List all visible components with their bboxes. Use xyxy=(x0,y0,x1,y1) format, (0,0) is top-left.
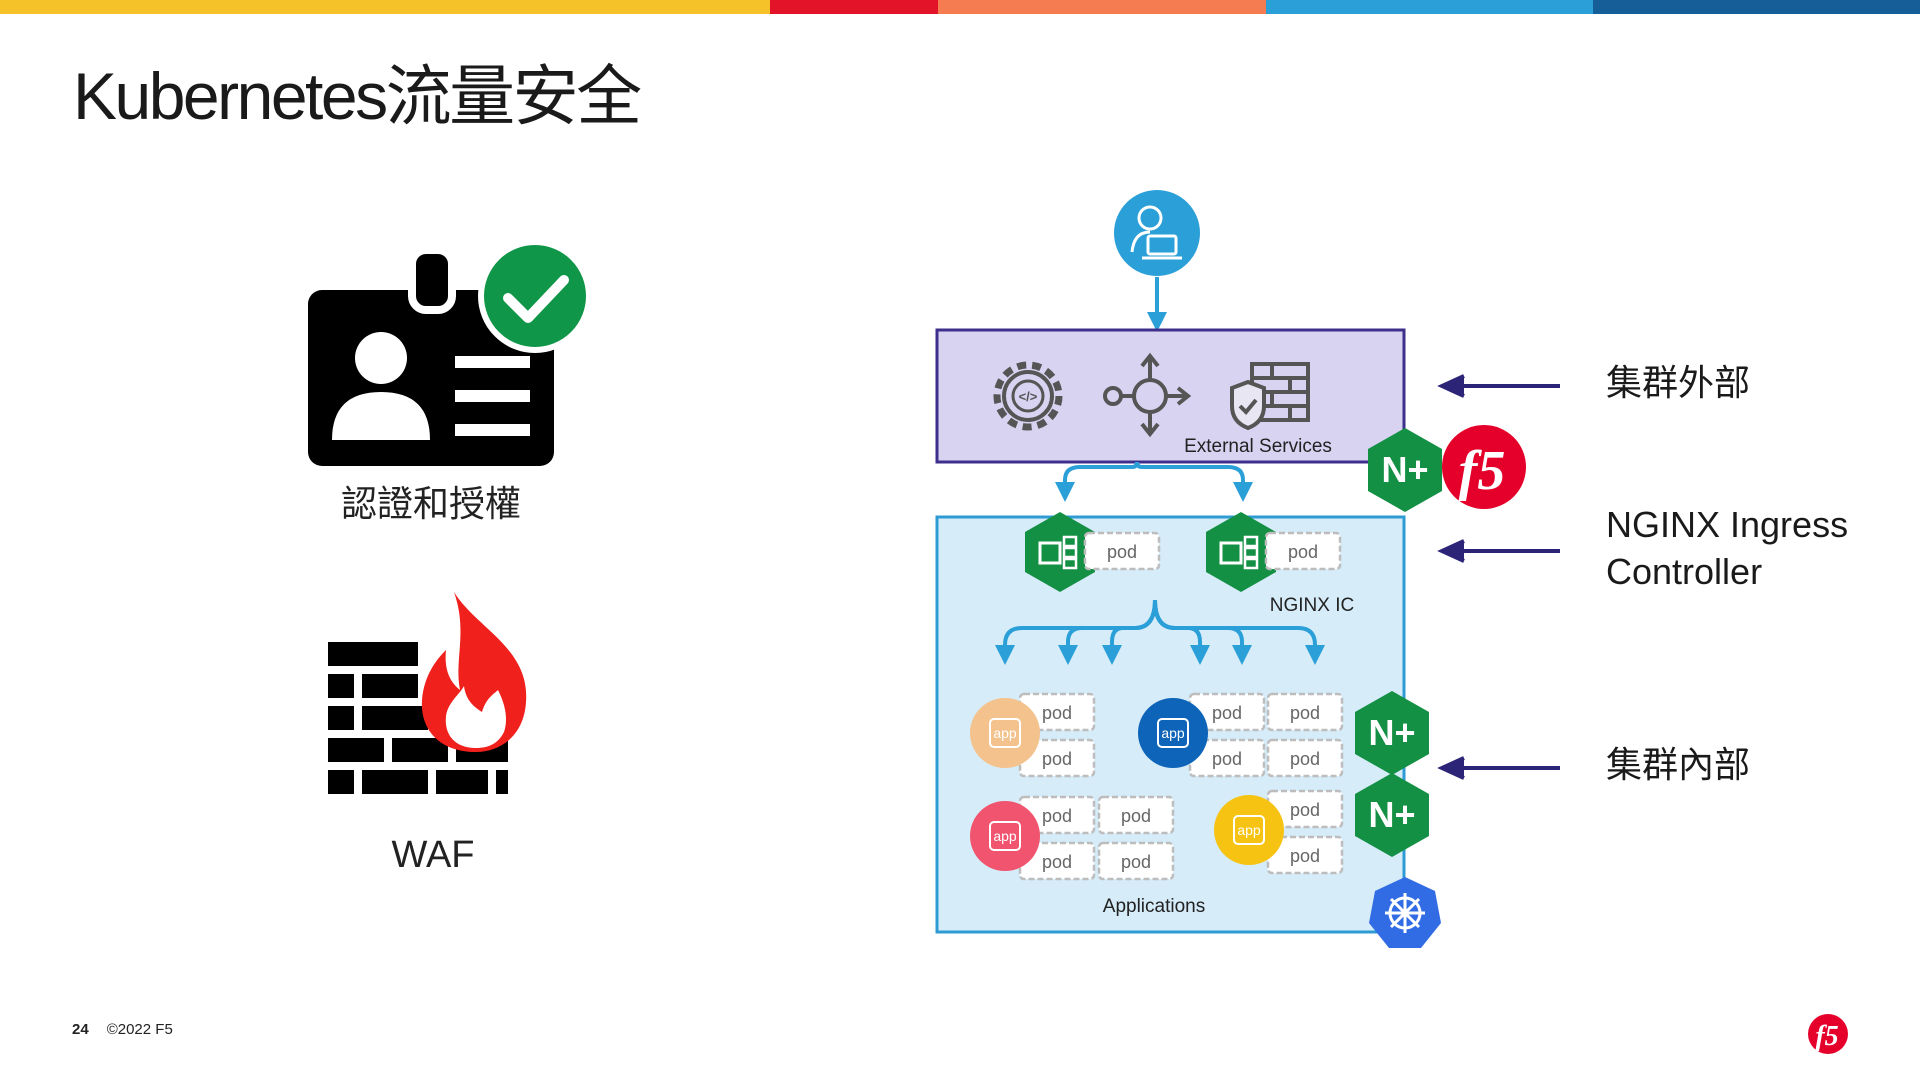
kubernetes-icon xyxy=(1369,877,1441,948)
stripe-navy xyxy=(1593,0,1920,14)
ingress-controller-line1: NGINX Ingress xyxy=(1606,504,1849,545)
svg-text:N+: N+ xyxy=(1381,449,1428,490)
outside-cluster-label: 集群外部 xyxy=(1606,362,1751,403)
pod-box xyxy=(1266,692,1344,732)
applications-label: Applications xyxy=(1103,896,1205,917)
f5-footer-logo-icon: f5 xyxy=(1808,1014,1848,1054)
pod-box xyxy=(1264,531,1342,571)
stripe-orange xyxy=(938,0,1266,14)
id-badge-check-icon xyxy=(308,240,592,466)
copyright: ©2022 F5 xyxy=(106,1021,173,1038)
app-icon: app xyxy=(1214,795,1284,865)
slide-title: Kubernetes流量安全 xyxy=(73,59,642,133)
pointer-arrow xyxy=(1437,374,1560,398)
svg-text:f5: f5 xyxy=(1459,440,1506,502)
ingress-controller-line2: Controller xyxy=(1606,550,1763,592)
pod-box xyxy=(1266,738,1344,778)
pointer-arrow xyxy=(1437,539,1560,563)
nginx-plus-icon: N+ xyxy=(1368,428,1442,512)
svg-text:app: app xyxy=(993,725,1017,741)
user-laptop-icon xyxy=(1114,190,1200,276)
f5-logo-icon: f5 xyxy=(1442,425,1526,509)
svg-text:app: app xyxy=(1237,822,1261,838)
svg-text:f5: f5 xyxy=(1815,1021,1838,1052)
nginx-plus-icon: N+ xyxy=(1355,691,1429,775)
external-services-label: External Services xyxy=(1184,436,1332,457)
stripe-red xyxy=(770,0,938,14)
ingress-controller-label: NGINX Ingress Controller xyxy=(1606,502,1848,596)
stripe-yellow xyxy=(0,0,770,14)
firewall-shield-icon xyxy=(1230,362,1310,431)
svg-text:N+: N+ xyxy=(1368,794,1415,835)
firewall-flame-icon xyxy=(328,592,527,794)
app-icon: app xyxy=(970,698,1040,768)
pod-box xyxy=(1083,531,1161,571)
pod-box xyxy=(1097,841,1175,881)
app-icon: app xyxy=(970,801,1040,871)
routing-icon xyxy=(1103,352,1192,438)
waf-label: WAF xyxy=(391,834,475,876)
stripe-blue xyxy=(1266,0,1593,14)
inside-cluster-label: 集群內部 xyxy=(1606,744,1751,785)
svg-text:</>: </> xyxy=(1019,389,1038,404)
nginx-ic-icon xyxy=(1025,512,1095,592)
svg-text:app: app xyxy=(1161,725,1185,741)
app-icon: app xyxy=(1138,698,1208,768)
nginx-ic-label: NGINX IC xyxy=(1270,595,1354,616)
architecture-diagram: pod </> External Services N+ xyxy=(935,190,1560,948)
nginx-ic-icon xyxy=(1206,512,1276,592)
nginx-plus-icon: N+ xyxy=(1355,773,1429,857)
pod-box xyxy=(1097,795,1175,835)
gear-code-icon: </> xyxy=(993,361,1063,431)
svg-text:app: app xyxy=(993,828,1017,844)
page-number: 24 xyxy=(72,1021,89,1038)
footer: 24 ©2022 F5 xyxy=(72,1021,173,1038)
svg-text:N+: N+ xyxy=(1368,712,1415,753)
pointer-arrow xyxy=(1437,756,1560,780)
auth-label: 認證和授權 xyxy=(340,483,521,524)
